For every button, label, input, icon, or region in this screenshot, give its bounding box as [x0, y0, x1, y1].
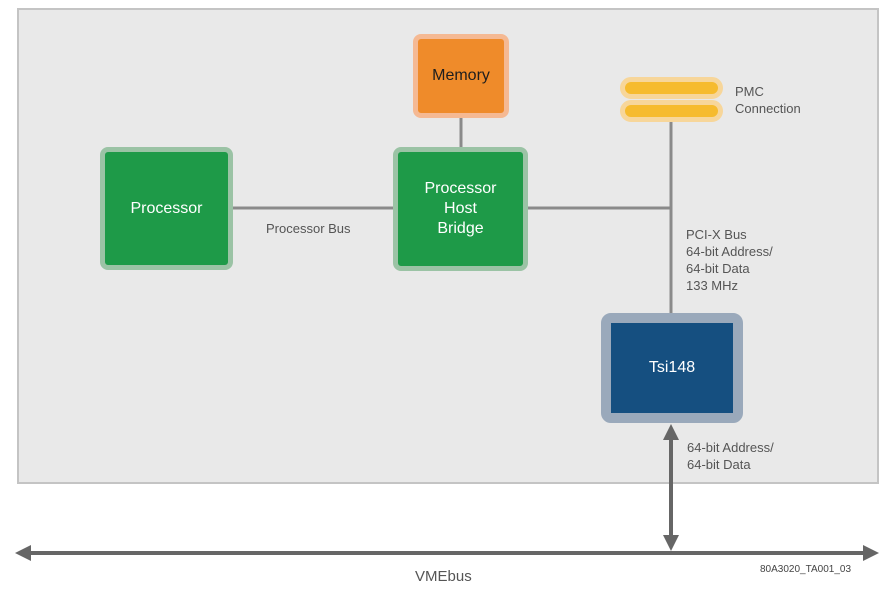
processor-label: Processor	[130, 199, 203, 217]
memory-label: Memory	[432, 67, 490, 84]
vmebus-label: VMEbus	[415, 568, 472, 585]
vme-link-arrowhead-down	[663, 535, 679, 551]
host-bridge-label-line-3: Bridge	[437, 220, 484, 237]
processor-bus-label: Processor Bus	[266, 221, 351, 236]
figure-id: 80A3020_TA001_03	[760, 564, 852, 575]
processor-block: Processor	[100, 147, 233, 270]
vme-link-arrowhead-up	[663, 424, 679, 440]
pmc-connector-bar-2	[620, 100, 723, 122]
pcix-bus-label: PCI-X Bus 64-bit Address/ 64-bit Data 13…	[686, 227, 773, 293]
vmebus-arrowhead-left	[15, 545, 31, 561]
vme-link-label: 64-bit Address/ 64-bit Data	[687, 440, 774, 472]
tsi148-label: Tsi148	[648, 359, 696, 376]
tsi148-block: Tsi148	[601, 313, 743, 423]
host-bridge-label-line-1: Processor	[424, 180, 497, 197]
host-bridge-label-line-2: Host	[444, 200, 477, 217]
host-bridge-block: Processor Host Bridge	[393, 147, 528, 271]
pmc-label: PMC Connection	[735, 84, 801, 116]
memory-block: Memory	[413, 34, 509, 118]
pmc-connector-bar-1	[620, 77, 723, 99]
vmebus-arrowhead-right	[863, 545, 879, 561]
